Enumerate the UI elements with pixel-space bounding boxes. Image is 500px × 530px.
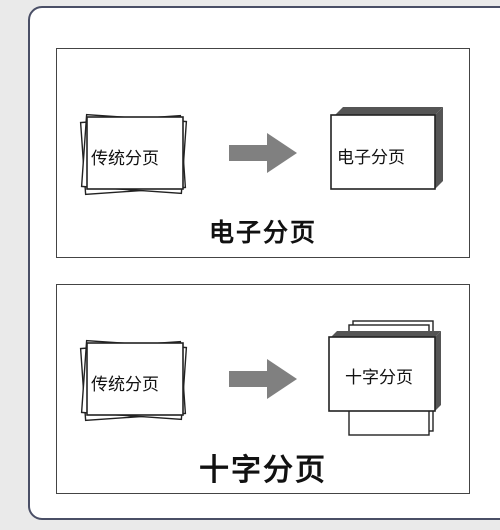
panel-cross-pagination: 传统分页 十字分页 十字分页: [56, 284, 470, 494]
sheet-front: [86, 342, 184, 416]
traditional-card-label-2: 传统分页: [91, 375, 159, 395]
cross-card-label: 十字分页: [345, 368, 413, 388]
electronic-card-label: 电子分页: [337, 148, 405, 168]
cross-right-edge: [435, 331, 441, 411]
traditional-stack-graphic-2: [79, 339, 188, 422]
panel-electronic-pagination: 传统分页 电子分页 电子分页: [56, 48, 470, 258]
sheet-front: [86, 116, 184, 190]
electronic-pagination-caption: 电子分页: [208, 218, 317, 247]
electronic-stack-graphic: [330, 107, 443, 190]
arrow-right-icon: [229, 359, 297, 399]
traditional-stack-graphic: [79, 113, 188, 196]
traditional-card-label: 传统分页: [91, 149, 159, 169]
cross-sheet-horizontal: [328, 336, 436, 412]
stack-front: [330, 114, 436, 190]
cross-top-edge: [331, 331, 441, 337]
stack-right-edge: [435, 107, 443, 189]
electronic-pagination-diagram: [79, 107, 443, 196]
cross-stack-graphic: [328, 320, 441, 436]
cross-pagination-caption: 十字分页: [199, 453, 327, 488]
stack-top-edge: [335, 107, 443, 115]
arrow-right-icon: [229, 133, 297, 173]
cross-pagination-diagram: [79, 320, 441, 436]
